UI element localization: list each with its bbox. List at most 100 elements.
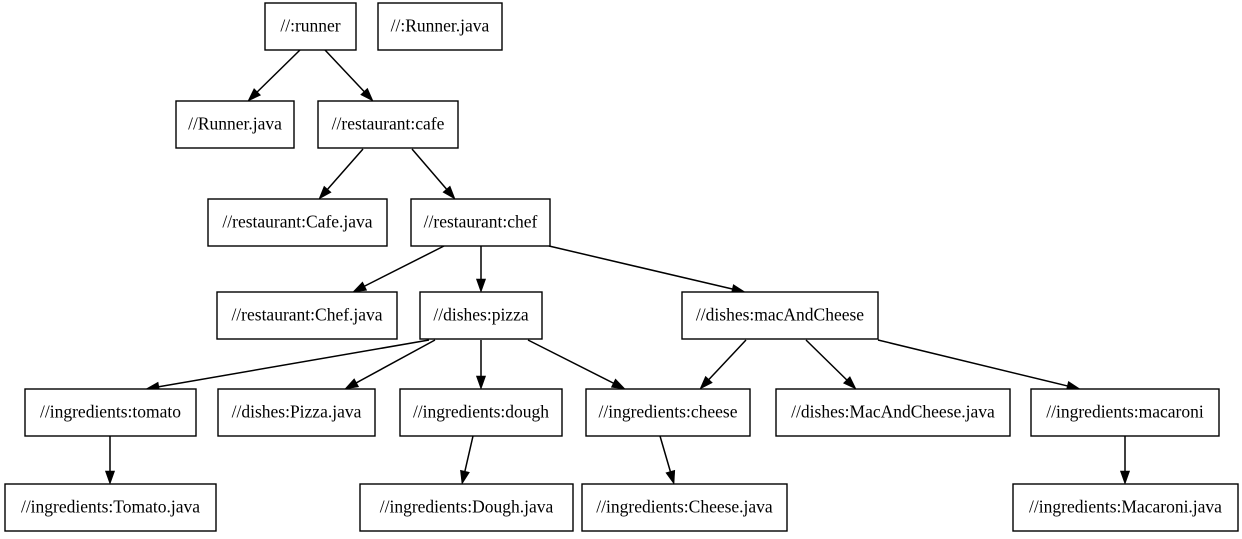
graph-node-tomato_java[interactable]: //ingredients:Tomato.java — [4, 483, 217, 532]
node-label: //restaurant:Chef.java — [231, 305, 382, 325]
edge-arrowhead-icon — [442, 185, 456, 200]
node-box[interactable] — [217, 388, 376, 437]
graph-edge — [475, 340, 487, 390]
graph-node-dough_java[interactable]: //ingredients:Dough.java — [359, 483, 574, 532]
edge-line — [364, 245, 445, 287]
node-box[interactable] — [207, 198, 388, 247]
edge-arrowhead-icon — [610, 378, 626, 390]
node-box[interactable] — [419, 291, 543, 340]
graph-node-runner_java[interactable]: //Runner.java — [175, 100, 295, 149]
edge-arrowhead-icon — [247, 88, 262, 102]
graph-edge — [548, 245, 746, 294]
graph-edge — [247, 49, 301, 102]
graph-node-cheese_java[interactable]: //ingredients:Cheese.java — [581, 483, 788, 532]
graph-edge — [1119, 436, 1131, 485]
node-label: //ingredients:cheese — [599, 402, 738, 422]
edge-line — [411, 148, 448, 190]
graph-edge — [352, 245, 445, 293]
graph-node-pizza_java[interactable]: //dishes:Pizza.java — [217, 388, 376, 437]
edge-line — [805, 339, 848, 381]
node-box[interactable] — [410, 198, 551, 247]
graph-node-cafe_java[interactable]: //restaurant:Cafe.java — [207, 198, 388, 247]
graph-node-ing_macaroni[interactable]: //ingredients:macaroni — [1030, 388, 1220, 437]
graph-edge — [104, 436, 116, 485]
node-box[interactable] — [216, 291, 398, 340]
node-label: //ingredients:Cheese.java — [596, 497, 773, 517]
node-label: //:Runner.java — [391, 16, 490, 36]
graph-node-chef_java[interactable]: //restaurant:Chef.java — [216, 291, 398, 340]
graph-node-mac_java[interactable]: //dishes:MacAndCheese.java — [775, 388, 1011, 437]
graph-node-restaurant_cafe[interactable]: //restaurant:cafe — [317, 100, 459, 149]
node-label: //ingredients:Tomato.java — [21, 497, 200, 517]
node-box[interactable] — [4, 483, 217, 532]
node-box[interactable] — [377, 2, 503, 51]
node-box[interactable] — [359, 483, 574, 532]
edge-arrowhead-icon — [1119, 470, 1131, 485]
node-box[interactable] — [1030, 388, 1220, 437]
node-box[interactable] — [585, 388, 751, 437]
edge-line — [659, 435, 672, 472]
graph-edge — [527, 339, 626, 390]
edge-arrowhead-icon — [104, 470, 116, 485]
nodes-layer: //:runner //:Runner.java //Runner.java //re… — [4, 2, 1239, 532]
graph-node-ing_tomato[interactable]: //ingredients:tomato — [24, 388, 197, 437]
edge-arrowhead-icon — [352, 281, 368, 293]
node-label: //ingredients:macaroni — [1046, 402, 1204, 422]
graph-edge — [659, 435, 676, 485]
graph-node-restaurant_chef[interactable]: //restaurant:chef — [410, 198, 551, 247]
node-label: //restaurant:cafe — [332, 114, 445, 134]
graph-edge — [877, 339, 1081, 391]
graph-node-runner_java_root[interactable]: //:Runner.java — [377, 2, 503, 51]
edge-line — [708, 339, 747, 381]
graph-node-dishes_pizza[interactable]: //dishes:pizza — [419, 291, 543, 340]
graph-edge — [475, 246, 487, 293]
node-label: //dishes:MacAndCheese.java — [791, 402, 995, 422]
node-box[interactable] — [399, 388, 563, 437]
edge-arrowhead-icon — [475, 278, 487, 293]
graph-node-runner[interactable]: //:runner — [264, 2, 357, 51]
edge-arrowhead-icon — [842, 376, 857, 390]
graph-edge — [805, 339, 857, 390]
node-label: //dishes:pizza — [433, 305, 528, 325]
edge-line — [327, 148, 364, 190]
node-label: //ingredients:tomato — [40, 402, 181, 422]
graph-node-ing_cheese[interactable]: //ingredients:cheese — [585, 388, 751, 437]
node-box[interactable] — [681, 291, 879, 340]
node-box[interactable] — [264, 2, 357, 51]
node-label: //ingredients:dough — [413, 402, 549, 422]
edge-line — [548, 245, 733, 290]
graph-edge — [411, 148, 456, 200]
node-label: //dishes:Pizza.java — [232, 402, 362, 422]
node-label: //:runner — [280, 16, 340, 36]
graph-node-macaroni_java[interactable]: //ingredients:Macaroni.java — [1012, 483, 1239, 532]
node-label: //restaurant:Cafe.java — [222, 212, 372, 232]
node-box[interactable] — [317, 100, 459, 149]
node-box[interactable] — [24, 388, 197, 437]
node-box[interactable] — [175, 100, 295, 149]
edge-arrowhead-icon — [360, 87, 374, 102]
edge-arrowhead-icon — [699, 375, 713, 390]
node-label: //ingredients:Dough.java — [380, 497, 554, 517]
graph-edge — [318, 148, 364, 200]
edges-layer — [104, 49, 1131, 485]
graph-edge — [324, 49, 374, 102]
node-label: //Runner.java — [188, 114, 282, 134]
node-box[interactable] — [1012, 483, 1239, 532]
edge-line — [356, 339, 436, 384]
graph-edge — [460, 435, 474, 485]
edge-arrowhead-icon — [665, 469, 676, 485]
graph-node-ing_dough[interactable]: //ingredients:dough — [399, 388, 563, 437]
edge-line — [256, 49, 301, 93]
graph-edge — [699, 339, 747, 390]
edge-line — [324, 49, 365, 93]
node-box[interactable] — [581, 483, 788, 532]
graph-edge — [344, 339, 436, 390]
edge-arrowhead-icon — [318, 185, 332, 200]
edge-line — [158, 339, 430, 388]
node-box[interactable] — [775, 388, 1011, 437]
graph-node-dishes_mac[interactable]: //dishes:macAndCheese — [681, 291, 879, 340]
edge-line — [464, 435, 474, 472]
edge-arrowhead-icon — [344, 378, 360, 390]
edge-arrowhead-icon — [460, 469, 470, 485]
